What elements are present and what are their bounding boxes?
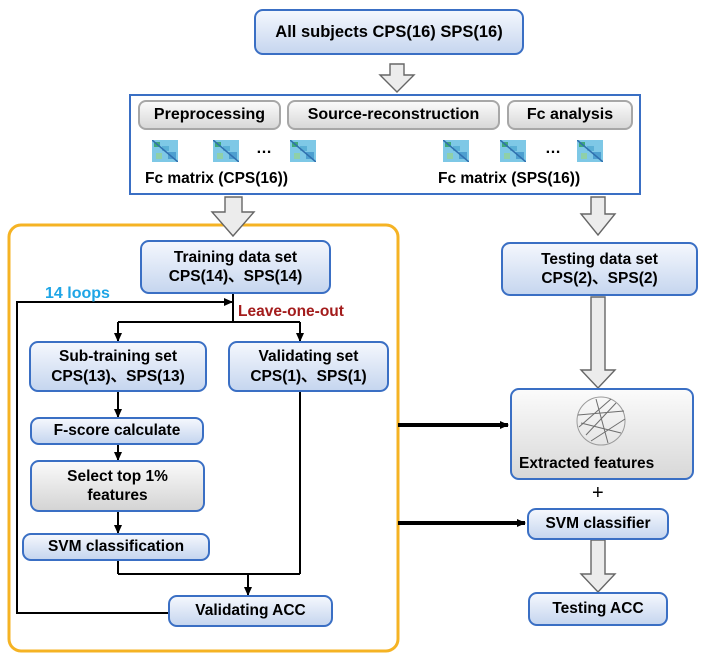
preprocessing-label: Preprocessing xyxy=(153,106,266,123)
network-thumbnail xyxy=(576,396,626,446)
svm-classification-label: SVM classification xyxy=(47,538,185,556)
plus-sign: + xyxy=(592,482,604,504)
fc-matrix-thumbnail xyxy=(500,140,526,162)
sub-training-line1: Sub-training set xyxy=(59,348,177,366)
source-reconstruction-label: Source-reconstruction xyxy=(307,106,480,123)
hollow-arrow-top xyxy=(378,63,416,93)
sub-training-line2: CPS(13)、SPS(13) xyxy=(51,367,185,385)
all-subjects-box: All subjects CPS(16) SPS(16) xyxy=(254,9,524,55)
fc-matrix-cps-label: Fc matrix (CPS(16)) xyxy=(145,170,288,187)
svm-classifier-label: SVM classifier xyxy=(545,515,651,533)
validating-acc-label: Validating ACC xyxy=(195,602,306,620)
fc-analysis-label: Fc analysis xyxy=(526,106,614,123)
fc-matrix-sps-label: Fc matrix (SPS(16)) xyxy=(438,170,581,187)
svm-classification-box: SVM classification xyxy=(22,533,210,561)
loop-line xyxy=(16,298,233,614)
testing-line1: Testing data set xyxy=(541,250,658,268)
fc-matrix-thumbnail xyxy=(577,140,603,162)
testing-data-set-box: Testing data set CPS(2)、SPS(2) xyxy=(501,242,698,296)
ellipsis-sps: … xyxy=(545,140,562,157)
fc-matrix-thumbnail xyxy=(152,140,178,162)
preprocessing-step: Preprocessing xyxy=(138,100,281,130)
validating-set-box: Validating set CPS(1)、SPS(1) xyxy=(228,341,389,392)
validating-set-line2: CPS(1)、SPS(1) xyxy=(250,367,367,385)
fscore-box: F-score calculate xyxy=(30,417,204,445)
loops-label: 14 loops xyxy=(45,285,110,302)
extracted-features-label: Extracted features xyxy=(519,455,655,472)
source-reconstruction-step: Source-reconstruction xyxy=(287,100,500,130)
fc-matrix-thumbnail xyxy=(290,140,316,162)
ellipsis-cps: … xyxy=(256,140,273,157)
svm-classifier-box: SVM classifier xyxy=(527,508,669,540)
hollow-arrow-svm xyxy=(579,539,617,594)
fscore-label: F-score calculate xyxy=(53,422,181,440)
testing-acc-label: Testing ACC xyxy=(552,600,644,618)
training-line2: CPS(14)、SPS(14) xyxy=(168,268,303,285)
hollow-arrow-test xyxy=(579,296,617,390)
testing-line2: CPS(2)、SPS(2) xyxy=(541,270,658,287)
select-top-line1: Select top 1% xyxy=(67,467,168,485)
training-data-set-box: Training data set CPS(14)、SPS(14) xyxy=(140,240,331,294)
training-frame xyxy=(7,223,400,653)
validating-acc-box: Validating ACC xyxy=(168,595,333,627)
validating-set-line1: Validating set xyxy=(258,348,359,366)
fc-matrix-thumbnail xyxy=(213,140,239,162)
select-top-line2: features xyxy=(87,487,148,504)
hollow-arrow-left xyxy=(210,196,256,238)
leave-one-out-label: Leave-one-out xyxy=(238,303,344,320)
all-subjects-label: All subjects CPS(16) SPS(16) xyxy=(275,22,503,41)
fc-analysis-step: Fc analysis xyxy=(507,100,633,130)
select-top-box: Select top 1% features xyxy=(30,460,205,512)
sub-training-set-box: Sub-training set CPS(13)、SPS(13) xyxy=(29,341,207,392)
training-line1: Training data set xyxy=(173,248,298,266)
testing-acc-box: Testing ACC xyxy=(528,592,668,626)
hollow-arrow-right xyxy=(579,196,617,237)
fc-matrix-thumbnail xyxy=(443,140,469,162)
